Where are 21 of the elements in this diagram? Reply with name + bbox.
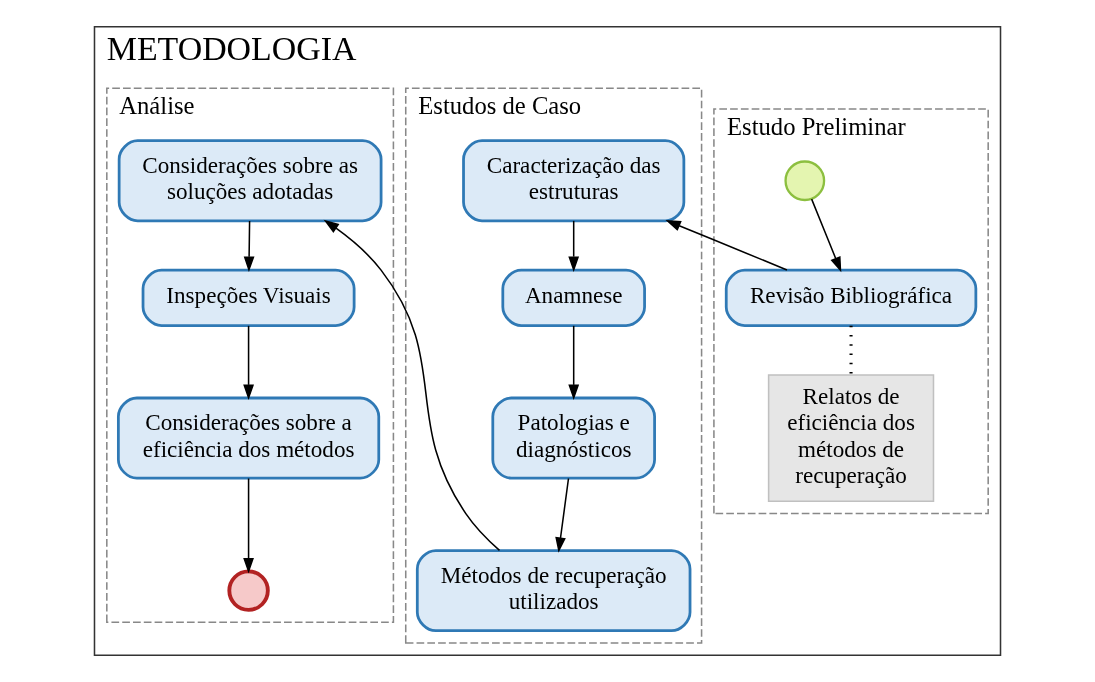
arrow [555,477,570,553]
node-box: Patologias e diagnósticos [491,396,656,480]
node-circle [227,569,270,612]
arrow [323,219,501,552]
arrow [665,220,788,271]
arrow [243,325,254,401]
arrow [568,325,580,401]
node-box: Inspeções Visuais [141,268,356,327]
node-circle [784,160,826,202]
node-box: Caracterização das estruturas [462,139,686,223]
node-box: Revisão Bibliográfica [724,268,978,327]
node-box: Relatos de eficiência dos métodos de recuperação [767,374,935,502]
node-box: Anamnese [501,268,646,327]
node-box: Considerações sobre a eficiência dos métodos [117,396,381,480]
arrow [243,477,254,574]
arrow [568,220,580,272]
connector [849,325,853,375]
node-box: Considerações sobre as soluções adotadas [117,139,383,223]
arrow [810,198,842,273]
node-box: Métodos de recuperação utilizados [415,549,692,633]
arrow [243,220,255,272]
